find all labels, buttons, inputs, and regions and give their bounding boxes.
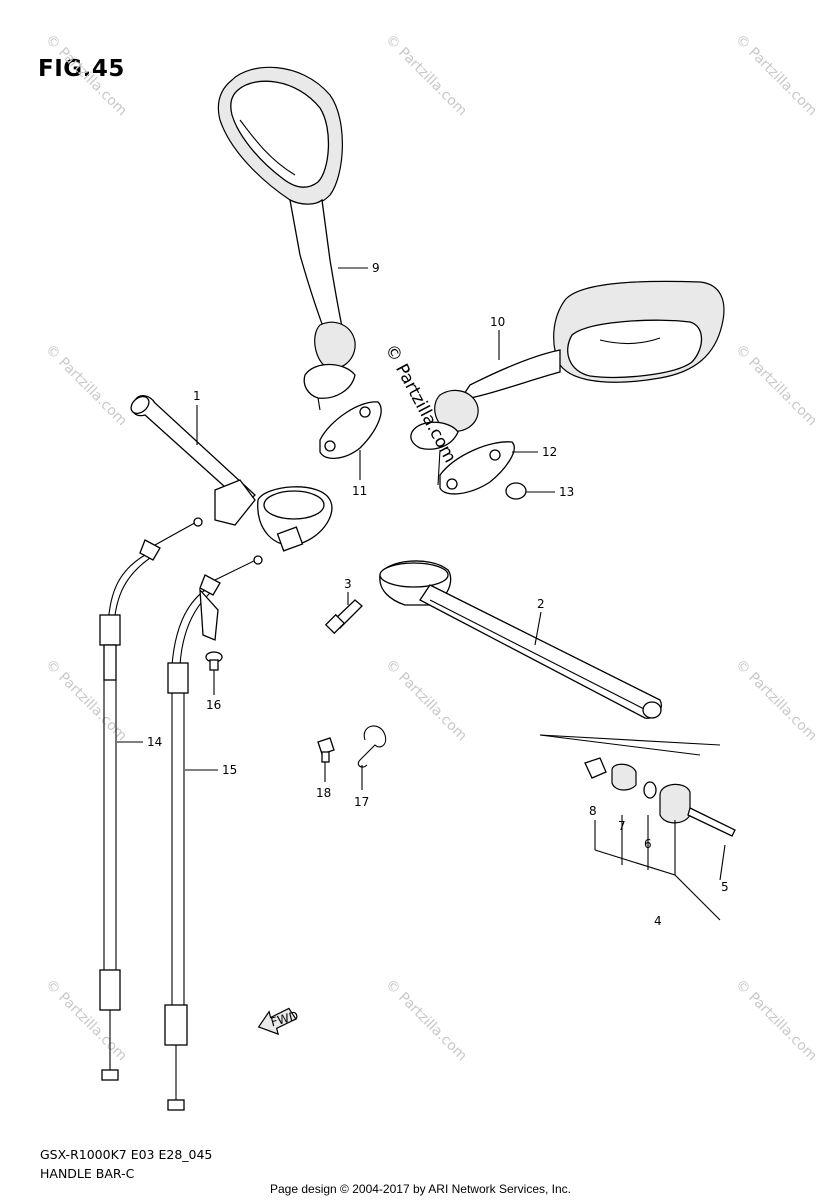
callout-3: 3 xyxy=(344,577,352,591)
figure-title: FIG.45 xyxy=(38,56,125,82)
watermark-tile: © Partzilla.com xyxy=(732,32,820,120)
callout-17: 17 xyxy=(354,795,369,809)
callout-18: 18 xyxy=(316,786,331,800)
callout-8: 8 xyxy=(589,804,597,818)
part-4-end-weight-assembly xyxy=(539,734,736,921)
model-code: GSX-R1000K7 E03 E28_045 xyxy=(40,1147,213,1162)
part-12-mirror-base xyxy=(439,441,515,495)
callout-12: 12 xyxy=(542,445,557,459)
part-13-nut xyxy=(505,482,527,500)
watermark-tile: © Partzilla.com xyxy=(732,977,820,1065)
part-2-right-handlebar xyxy=(379,560,662,719)
callout-15: 15 xyxy=(222,763,237,777)
part-15-return-cable xyxy=(164,555,263,1111)
callouts: 1 2 3 4 5 6 7 8 9 10 11 12 13 14 15 16 1… xyxy=(117,261,729,928)
part-11-mirror-base xyxy=(319,401,382,459)
watermark-tile: © Partzilla.com xyxy=(42,342,130,430)
part-16-screw xyxy=(205,651,223,671)
callout-2: 2 xyxy=(537,597,545,611)
part-9-left-mirror xyxy=(217,66,356,411)
callout-4: 4 xyxy=(654,914,662,928)
part-1-left-handlebar xyxy=(130,395,333,552)
part-14-throttle-cable xyxy=(99,517,203,1081)
part-18-screw xyxy=(317,737,335,763)
callout-14: 14 xyxy=(147,735,162,749)
fwd-label: FWD xyxy=(269,1009,300,1030)
callout-16: 16 xyxy=(206,698,221,712)
callout-13: 13 xyxy=(559,485,574,499)
watermark-tile: © Partzilla.com xyxy=(382,32,470,120)
page-credit: Page design © 2004-2017 by ARI Network S… xyxy=(270,1182,572,1196)
watermark-tile: © Partzilla.com xyxy=(382,977,470,1065)
assembly-name: HANDLE BAR-C xyxy=(40,1166,135,1181)
watermark-tile: © Partzilla.com xyxy=(42,657,130,745)
fwd-arrow: FWD xyxy=(257,1007,300,1036)
callout-6: 6 xyxy=(644,837,652,851)
callout-10: 10 xyxy=(490,315,505,329)
callout-11: 11 xyxy=(352,484,367,498)
part-10-right-mirror xyxy=(410,280,725,486)
callout-5: 5 xyxy=(721,880,729,894)
watermark-tile: © Partzilla.com xyxy=(732,657,820,745)
watermark-tile: © Partzilla.com xyxy=(382,657,470,745)
callout-9: 9 xyxy=(372,261,380,275)
callout-7: 7 xyxy=(618,819,626,833)
watermark-tile: © Partzilla.com xyxy=(42,32,130,120)
part-17-clamp xyxy=(357,725,387,768)
callout-1: 1 xyxy=(193,389,201,403)
part-3-bolt xyxy=(324,599,363,635)
watermark-tile: © Partzilla.com xyxy=(732,342,820,430)
